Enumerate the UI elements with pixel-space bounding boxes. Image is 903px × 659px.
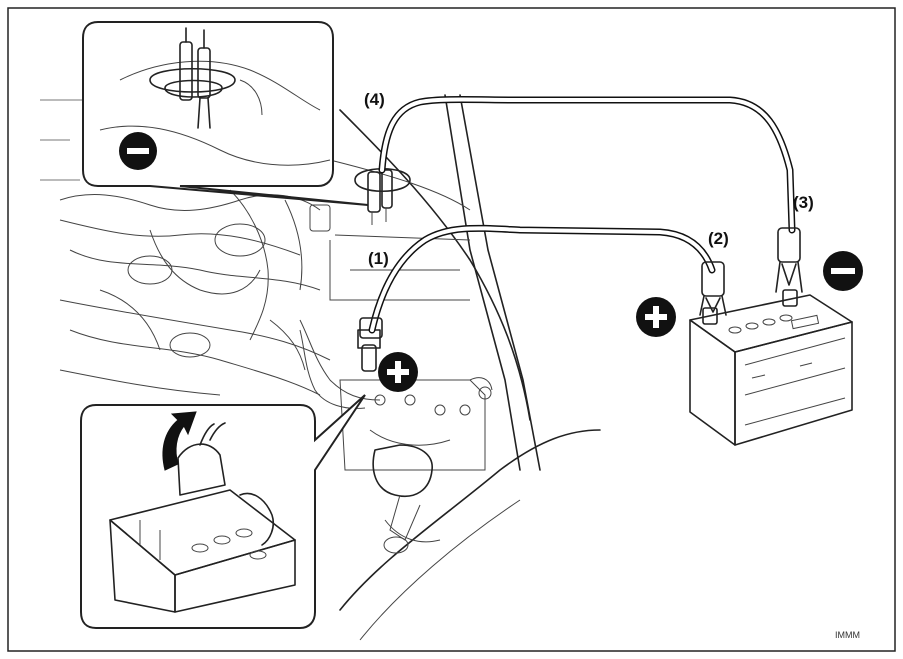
figure-code: IMMM [835, 630, 860, 640]
positive-symbol-booster [636, 297, 676, 337]
label-cable-2: (2) [708, 229, 729, 248]
label-cable-1: (1) [368, 249, 389, 268]
negative-symbol-inset [119, 132, 157, 170]
engine-bay [40, 94, 601, 641]
negative-symbol-booster [823, 251, 863, 291]
inset-ground-detail [82, 21, 369, 206]
clamp-3 [775, 227, 803, 293]
booster-battery [689, 289, 853, 446]
clamp-2 [699, 261, 727, 316]
inset-terminal-cover [80, 394, 366, 629]
label-cable-4: (4) [364, 90, 385, 109]
clamp-1 [359, 317, 383, 339]
jumper-cables [359, 96, 803, 339]
positive-symbol-dead-battery [378, 352, 418, 392]
label-cable-3: (3) [793, 193, 814, 212]
